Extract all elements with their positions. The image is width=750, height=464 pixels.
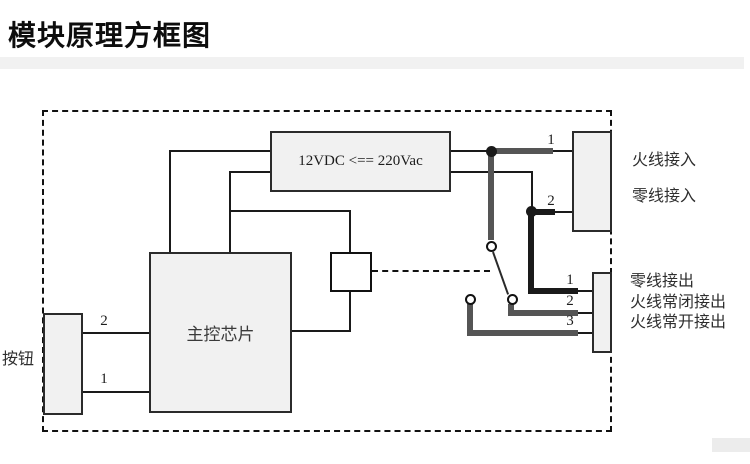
wire-into-acin-pin2	[553, 211, 572, 213]
wire-button-pin2	[83, 332, 149, 334]
junction-dot-neutral	[526, 206, 537, 217]
wire-into-out-pin3	[578, 332, 592, 334]
neutral-wire-out-label: 零线接出	[630, 273, 695, 290]
mcu-block: 主控芯片	[149, 252, 292, 413]
button-pin-2-number: 2	[100, 313, 108, 329]
wire-live-to-switch-pole-thick	[488, 148, 494, 240]
wire-no-contact-stub-thick	[467, 304, 473, 336]
power-converter-label: 12VDC <== 220Vac	[298, 153, 423, 169]
relay-control-dashed-line	[372, 270, 490, 272]
wire-live-to-acin-thick	[491, 148, 553, 154]
ac-input-terminal-block	[572, 131, 612, 232]
out-pin-1-number: 1	[566, 272, 574, 288]
live-nc-out-label: 火线常闭接出	[630, 294, 727, 311]
wire-no-to-out-pin3-thick	[467, 330, 578, 336]
wire-into-acin-pin1	[553, 150, 572, 152]
switch-pole-contact	[486, 241, 497, 252]
neutral-wire-in-label: 零线接入	[632, 188, 697, 205]
out-pin-3-number: 3	[566, 313, 574, 329]
wire-into-out-pin1	[577, 290, 592, 292]
module-boundary	[42, 110, 612, 432]
live-wire-in-label: 火线接入	[632, 152, 697, 169]
watermark-remnant	[712, 438, 750, 452]
button-label: 按钮	[2, 351, 35, 368]
live-no-out-label: 火线常开接出	[630, 314, 727, 331]
button-block	[43, 313, 83, 415]
wire-power-left-top-horizontal	[170, 150, 270, 152]
relay-coil-block	[330, 252, 372, 292]
wire-neutral-down-thick	[528, 209, 534, 294]
wire-neutral-to-out-pin1-thick	[528, 288, 578, 294]
wire-branch-to-relay-vertical	[349, 210, 351, 252]
output-terminal-block	[592, 272, 612, 353]
out-pin-2-number: 2	[566, 293, 574, 309]
wire-mcu-to-relay-vertical	[349, 292, 351, 332]
wire-mcu-to-relay-horizontal	[291, 330, 351, 332]
acin-pin-2-number: 2	[547, 193, 555, 209]
switch-no-contact	[465, 294, 476, 305]
switch-nc-contact	[507, 294, 518, 305]
wire-power-to-mcu-vertical-1	[169, 150, 171, 252]
mcu-label: 主控芯片	[186, 325, 255, 344]
title-underline-band	[0, 57, 744, 69]
wire-branch-to-relay-horizontal	[230, 210, 351, 212]
wire-button-pin1	[83, 391, 149, 393]
acin-pin-1-number: 1	[547, 132, 555, 148]
wire-into-out-pin2	[578, 312, 592, 314]
wire-power-left-bottom-horizontal	[230, 171, 270, 173]
wire-neutral-to-acin-thick	[531, 209, 555, 215]
power-converter-block: 12VDC <== 220Vac	[270, 131, 451, 192]
wire-nc-to-out-pin2-thick	[508, 310, 578, 316]
page-title: 模块原理方框图	[8, 21, 212, 52]
wire-power-right-bottom-vertical	[531, 171, 533, 213]
wire-nc-contact-stub-thick	[508, 304, 514, 315]
wire-power-right-top-to-junction	[451, 150, 493, 152]
button-pin-1-number: 1	[100, 371, 108, 387]
junction-dot-live	[486, 146, 497, 157]
